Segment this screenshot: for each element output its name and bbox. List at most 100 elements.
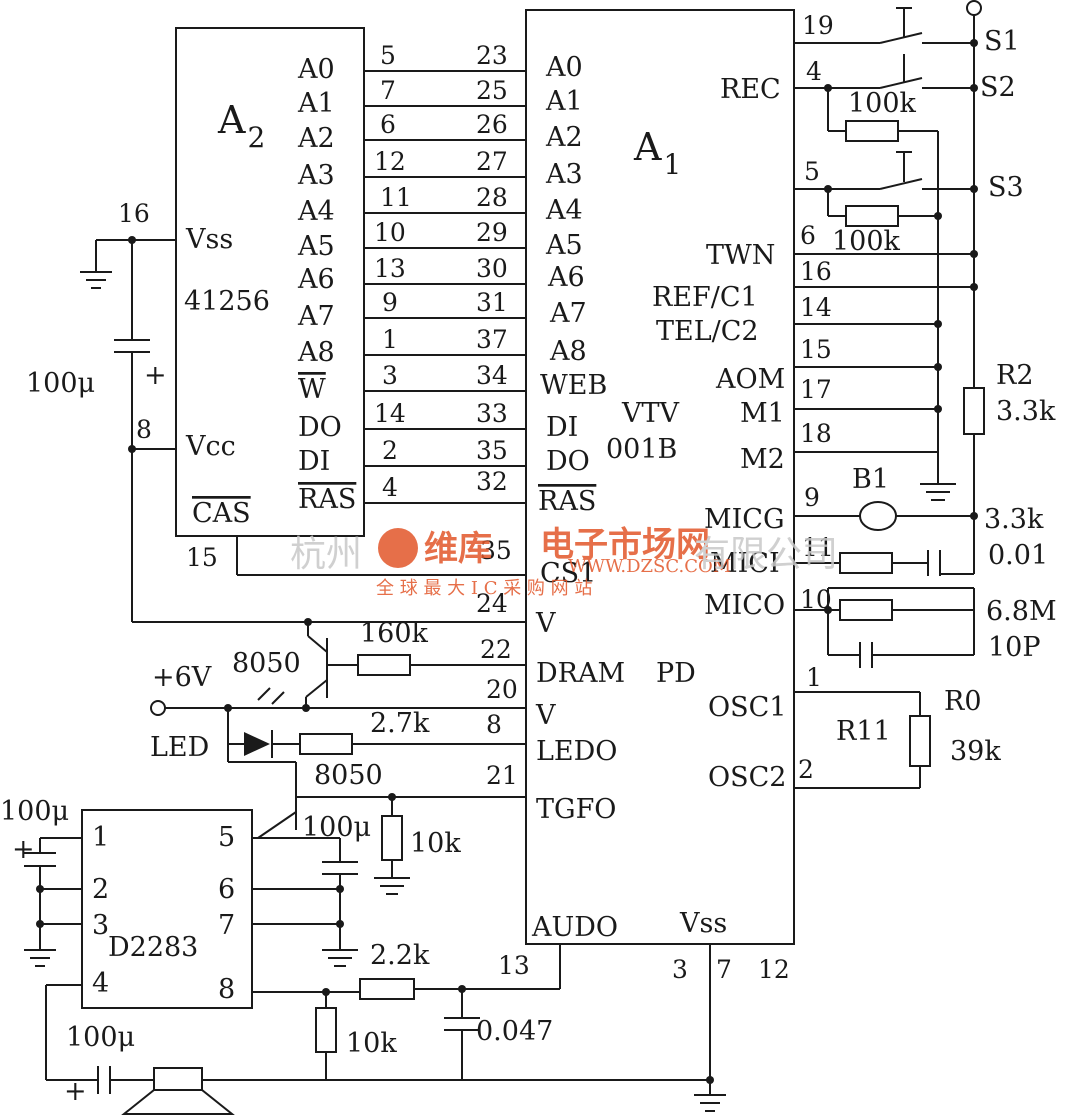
r-100k-b-body <box>845 205 899 227</box>
a1-left-pin-nums: 23 25 26 27 28 29 30 31 37 34 33 35 32 3… <box>476 41 518 790</box>
watermark-cn-left: 杭州 <box>290 534 362 575</box>
a2-pin-num: 10 <box>374 218 406 247</box>
a1-pin-label: A8 <box>549 336 587 367</box>
mic-network <box>794 387 985 668</box>
a1-pin-label: OSC1 <box>708 692 786 723</box>
watermark-logo-icon <box>378 528 418 568</box>
r-2-2k-label: 2.2k <box>370 940 430 971</box>
a1-audo-label: AUDO <box>531 912 618 943</box>
a1-pin-num: 14 <box>800 293 832 322</box>
watermark: 杭州 维库 电子市场网 WWW.DZSC.COM 有限公司 全 球 最 大 I … <box>290 525 838 599</box>
a1-vss-num: 12 <box>758 955 790 984</box>
a2-pin-num: 14 <box>374 399 406 428</box>
r-160k-body <box>357 654 411 676</box>
a1-pin-label: TWN <box>706 240 775 271</box>
q2-label: 8050 <box>314 760 383 791</box>
a2-pin-vss-num: 16 <box>118 199 150 228</box>
a1-pin-label: RAS <box>538 486 596 517</box>
address-data-bus <box>364 70 526 504</box>
a1-pin-num: 32 <box>476 467 508 496</box>
a2-pin-vcc-num: 8 <box>136 415 152 444</box>
a2-pin-num: 9 <box>382 288 398 317</box>
a1-pin-num: 27 <box>476 147 508 176</box>
a1-pin-num: 35 <box>476 436 508 465</box>
a2-pin-label: DO <box>298 412 342 443</box>
r-3-3k-label: 3.3k <box>984 504 1044 535</box>
r-2-7k-label: 2.7k <box>370 708 430 739</box>
a1-right-pin-labels: REC TWN REF/C1 TEL/C2 AOM M1 M2 MICG MIC… <box>652 74 786 793</box>
a1-pin-label: A1 <box>545 86 583 117</box>
r2-name: R2 <box>996 360 1034 391</box>
r-100k-b-label: 100k <box>832 226 901 257</box>
a2-pin-num: 6 <box>380 110 396 139</box>
a2-right-pin-nums: 5 7 6 12 11 10 13 9 1 3 14 2 4 <box>374 41 412 502</box>
a1-pin-label: CS1 <box>540 558 596 589</box>
a1-pin-label: MICG <box>704 504 785 535</box>
c-10p-label: 10P <box>988 632 1041 663</box>
d2283-network <box>24 837 358 1094</box>
a1-pin-num: 20 <box>486 675 518 704</box>
a2-pin-num: 1 <box>382 325 398 354</box>
a2-pin-num: 12 <box>374 147 406 176</box>
a1-pin-label: MICI <box>710 548 780 579</box>
c-100u-t2-label: 100μ <box>302 812 371 843</box>
a2-pin-label: A1 <box>297 88 335 119</box>
d2283-pin: 7 <box>218 910 235 941</box>
r2-value: 3.3k <box>996 396 1056 427</box>
a1-pin-num: 19 <box>802 11 834 40</box>
a2-pin-num: 3 <box>382 361 398 390</box>
r0-value: 39k <box>950 736 1001 767</box>
a1-pin-label: MICO <box>704 590 785 621</box>
a2-pin-num: 4 <box>382 473 398 502</box>
c-100u-spk-label: 100μ <box>66 1022 135 1053</box>
a2-pin-num: 7 <box>380 76 396 105</box>
a2-name: A2 <box>217 98 265 154</box>
r-10k-a-body <box>381 815 403 861</box>
a2-pin-label: A7 <box>297 301 335 332</box>
supply-6v-rail <box>150 700 526 716</box>
led-label: LED <box>150 732 209 763</box>
chip-a2-body <box>175 27 365 537</box>
audio-output-network <box>252 944 726 1112</box>
r-6-8m-label: 6.8M <box>986 596 1057 627</box>
d2283-part: D2283 <box>108 932 198 963</box>
a1-pin-label: OSC2 <box>708 762 786 793</box>
led-diode <box>227 687 300 763</box>
a2-pin-num: 13 <box>374 254 406 283</box>
a1-name: A1 <box>633 125 681 181</box>
a1-part-line2: 001B <box>606 434 677 465</box>
d2283-pin: 5 <box>218 822 235 853</box>
a1-pin-num: 18 <box>800 419 832 448</box>
a1-pin-num: 31 <box>476 288 508 317</box>
c-plus-d1: + <box>12 834 35 865</box>
d2283-pin: 4 <box>92 968 109 999</box>
a1-pin-label: A2 <box>545 122 583 153</box>
r-100k-a-label: 100k <box>848 88 917 119</box>
a1-pin-num: 15 <box>800 335 832 364</box>
b1-label: B1 <box>852 464 889 495</box>
c-0-047-label: 0.047 <box>476 1016 553 1047</box>
a1-pin-num: 29 <box>476 218 508 247</box>
r-10k-b-label: 10k <box>346 1028 397 1059</box>
a1-pin-num: 16 <box>800 257 832 286</box>
a1-pin-num: 1 <box>806 663 822 692</box>
a2-pin-label: A0 <box>297 54 335 85</box>
a1-pin-label: WEB <box>540 370 607 401</box>
a1-pin-label: AOM <box>715 364 785 395</box>
a1-audo-num: 13 <box>498 951 530 980</box>
r-10k-b-body <box>315 1007 337 1053</box>
a1-pin-num: 34 <box>476 361 508 390</box>
a1-right-pin-nums: 19 4 5 6 16 14 15 17 18 9 11 10 1 2 <box>798 11 834 784</box>
a1-pin-label: LEDO <box>536 736 617 767</box>
a2-pin-label: A5 <box>297 231 335 262</box>
a1-pin-num: 17 <box>800 375 832 404</box>
a1-vss-num: 3 <box>672 955 688 984</box>
a1-vss-num: 7 <box>716 955 732 984</box>
a2-pin-cas-num: 15 <box>186 543 218 572</box>
osc-network <box>794 691 931 789</box>
a1-pin-num: 5 <box>804 157 820 186</box>
a2-right-pin-labels: A0 A1 A2 A3 A4 A5 A6 A7 A8 W DO DI RAS <box>297 54 356 515</box>
d2283-pin: 2 <box>92 874 109 905</box>
switch-network <box>794 0 982 501</box>
supply-label: +6V <box>152 662 212 693</box>
